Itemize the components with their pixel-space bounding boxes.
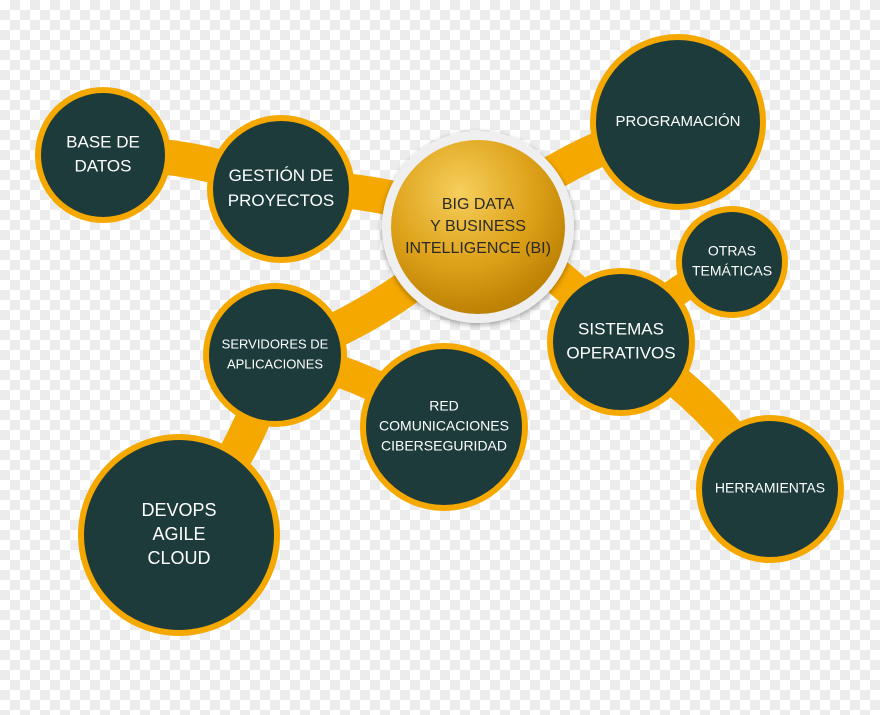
devops-node [84,440,274,630]
center-label-line: INTELLIGENCE (BI) [405,240,551,257]
center-node [391,140,565,314]
devops-label-line: CLOUD [147,548,210,568]
programacion-label-line: PROGRAMACIÓN [615,113,740,130]
otras-label-line: OTRAS [708,243,756,259]
otras-node [682,212,782,312]
base_datos-node [41,93,165,217]
sistemas-label-line: OPERATIVOS [566,343,675,362]
sistemas-node [553,274,689,410]
devops-label-line: DEVOPS [141,500,216,520]
herramientas-node [702,421,838,557]
node-labels: BASE DE DATOS GESTIÓN DE PROYECTOS PROGRAMAC… [66,113,825,568]
red-label-line: CIBERSEGURIDAD [381,438,507,454]
sistemas-label-line: SISTEMAS [578,319,664,338]
herramientas-label-line: HERRAMIENTAS [715,480,825,496]
node-circles [35,34,844,636]
devops-label-line: AGILE [152,524,205,544]
gestion-label-line: GESTIÓN DE [229,166,334,185]
gestion-node [213,121,349,257]
otras-label-line: TEMÁTICAS [692,263,772,279]
servidores-node [209,289,341,421]
red-label-line: COMUNICACIONES [379,418,509,434]
base_datos-label-line: BASE DE [66,132,140,151]
base_datos-label-line: DATOS [75,156,132,175]
red-node [366,349,522,505]
center-label-line: Y BUSINESS [430,218,526,235]
servidores-label-line: SERVIDORES DE [222,336,329,351]
servidores-label-line: APLICACIONES [227,356,323,371]
programacion-node [596,40,760,204]
red-label-line: RED [429,398,459,414]
gestion-label-line: PROYECTOS [228,191,334,210]
center-label-line: BIG DATA [442,196,515,213]
